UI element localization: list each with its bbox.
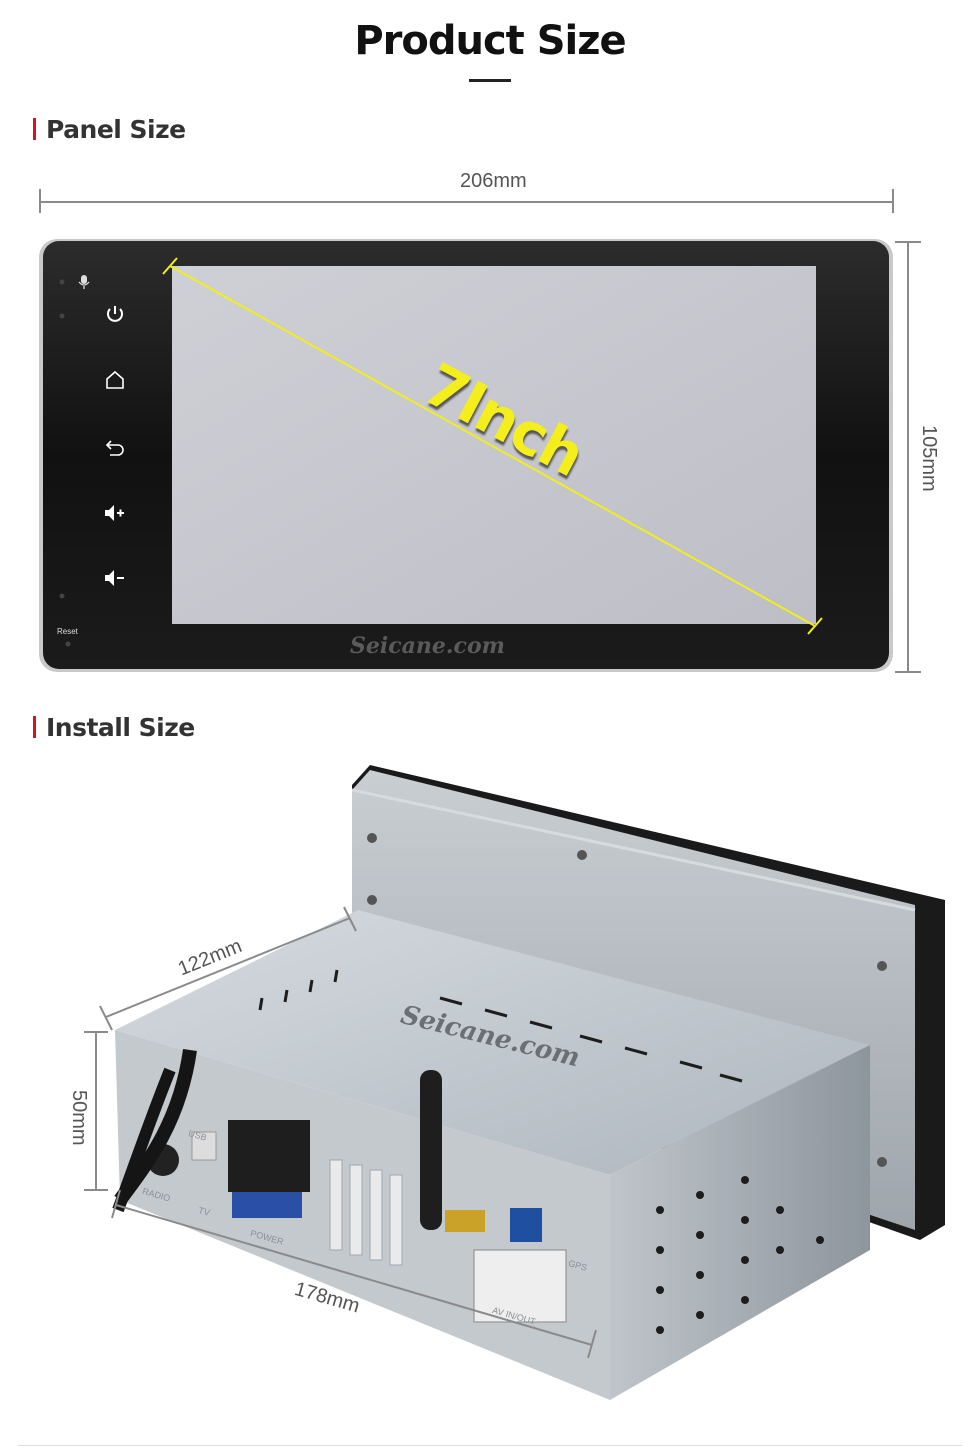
heading-accent-bar bbox=[33, 118, 36, 140]
home-icon[interactable] bbox=[104, 369, 126, 391]
mic-icon bbox=[78, 275, 90, 289]
head-unit-chassis bbox=[112, 765, 945, 1400]
install-depth-dimension bbox=[84, 906, 597, 1359]
screen-diagonal-line bbox=[162, 257, 823, 635]
panel-height-dimension bbox=[895, 241, 921, 673]
install-size-heading: Install Size bbox=[33, 713, 195, 742]
panel-size-heading-text: Panel Size bbox=[46, 115, 186, 144]
reset-label: Reset bbox=[57, 627, 78, 636]
install-size-heading-text: Install Size bbox=[46, 713, 195, 742]
install-height-label: 50mm bbox=[68, 1090, 90, 1146]
page-title: Product Size bbox=[354, 18, 626, 64]
panel-brand-watermark: Seicane.com bbox=[350, 633, 505, 659]
back-icon[interactable] bbox=[104, 436, 126, 458]
power-icon[interactable] bbox=[104, 303, 126, 325]
head-unit-front-panel bbox=[39, 239, 893, 672]
footer-divider bbox=[18, 1445, 962, 1446]
panel-size-heading: Panel Size bbox=[33, 115, 186, 144]
panel-width-label: 206mm bbox=[460, 170, 527, 192]
title-underline bbox=[469, 79, 511, 82]
volume-up-icon[interactable] bbox=[103, 502, 127, 524]
heading-accent-bar bbox=[33, 716, 36, 738]
volume-down-icon[interactable] bbox=[103, 567, 127, 589]
panel-width-dimension bbox=[39, 189, 894, 213]
